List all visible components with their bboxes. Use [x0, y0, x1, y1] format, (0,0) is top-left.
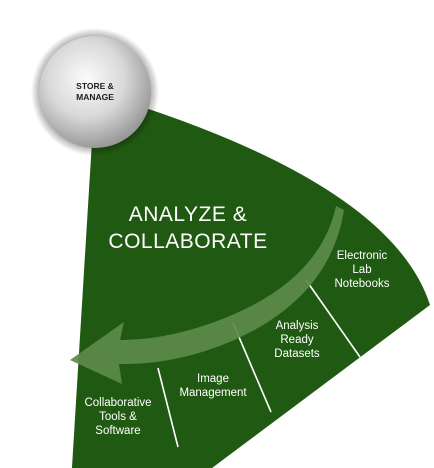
segment-divider: [305, 279, 361, 358]
segment-label-line: Ready: [280, 334, 314, 346]
segment-label-line: Notebooks: [334, 278, 390, 290]
store-manage-label: STORE & MANAGE: [50, 81, 140, 103]
segment-image-management: Image Management: [168, 372, 258, 400]
segment-label-line: Collaborative: [84, 397, 152, 409]
segment-label-line: Lab: [352, 264, 372, 276]
segment-label-line: Electronic: [336, 250, 388, 262]
segment-analysis-ready-datasets: Analysis Ready Datasets: [257, 319, 337, 361]
segment-divider: [232, 322, 272, 413]
segment-label-line: Image: [197, 373, 229, 385]
title-line2: COLLABORATE: [108, 230, 268, 253]
segment-electronic-lab-notebooks: Electronic Lab Notebooks: [318, 249, 406, 291]
store-manage-line1: STORE &: [76, 81, 114, 91]
segment-label-line: Tools &: [99, 411, 137, 423]
title-line1: ANALYZE &: [128, 203, 248, 226]
segment-label-line: Datasets: [274, 348, 320, 360]
segment-collaborative-tools: Collaborative Tools & Software: [72, 396, 164, 438]
store-manage-line2: MANAGE: [76, 92, 114, 102]
analyze-collaborate-title: ANALYZE & COLLABORATE: [88, 201, 288, 255]
curved-arrow-icon: [70, 206, 344, 384]
analyze-sector: [72, 92, 430, 468]
segment-label-line: Software: [95, 425, 141, 437]
store-manage-circle: [39, 36, 151, 148]
segment-label-line: Management: [179, 387, 247, 399]
segment-label-line: Analysis: [275, 320, 319, 332]
segment-divider: [157, 367, 179, 448]
